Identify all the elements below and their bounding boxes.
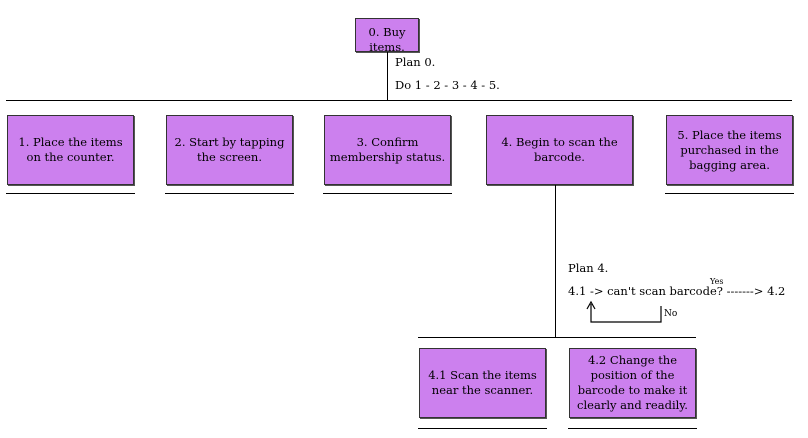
task-2-underline <box>165 193 294 194</box>
plan-0-title: Plan 0. <box>395 55 436 69</box>
task-label-4: 4. Begin to scan the barcode. <box>501 135 618 164</box>
task-label-1: 1. Place the items on the counter. <box>18 135 123 164</box>
root-task-box: 0. Buy items. <box>355 18 419 52</box>
plan-4-no-label: No <box>664 309 678 319</box>
level-2-bar <box>418 337 696 338</box>
plan-4-yes-label: Yes <box>710 277 724 286</box>
task-box-3: 3. Confirm membership status. <box>324 115 451 185</box>
plan-0-text: Do 1 - 2 - 3 - 4 - 5. <box>395 78 500 92</box>
task-box-2: 2. Start by tapping the screen. <box>166 115 293 185</box>
subtask-4-2-underline <box>568 428 697 429</box>
task-label-5: 5. Place the items purchased in the bagg… <box>677 127 782 172</box>
plan-4-text: 4.1 -> can't scan barcode? -------> 4.2 <box>568 284 786 298</box>
root-connector <box>387 52 388 100</box>
task-5-underline <box>665 193 794 194</box>
task-1-underline <box>6 193 135 194</box>
task-label-2: 2. Start by tapping the screen. <box>174 135 285 164</box>
subtask-4-1-underline <box>418 428 547 429</box>
level-1-bar <box>6 100 792 101</box>
subtask-label-4-1: 4.1 Scan the items near the scanner. <box>428 368 537 397</box>
task-4-connector <box>555 185 556 337</box>
task-3-underline <box>323 193 452 194</box>
subtask-box-4-1: 4.1 Scan the items near the scanner. <box>419 348 546 418</box>
subtask-label-4-2: 4.2 Change the position of the barcode t… <box>577 353 688 412</box>
plan-4-title: Plan 4. <box>568 261 609 275</box>
root-task-label: 0. Buy items. <box>368 25 406 52</box>
subtask-box-4-2: 4.2 Change the position of the barcode t… <box>569 348 696 418</box>
task-box-1: 1. Place the items on the counter. <box>7 115 134 185</box>
task-box-4: 4. Begin to scan the barcode. <box>486 115 633 185</box>
task-label-3: 3. Confirm membership status. <box>329 135 446 164</box>
task-box-5: 5. Place the items purchased in the bagg… <box>666 115 793 185</box>
